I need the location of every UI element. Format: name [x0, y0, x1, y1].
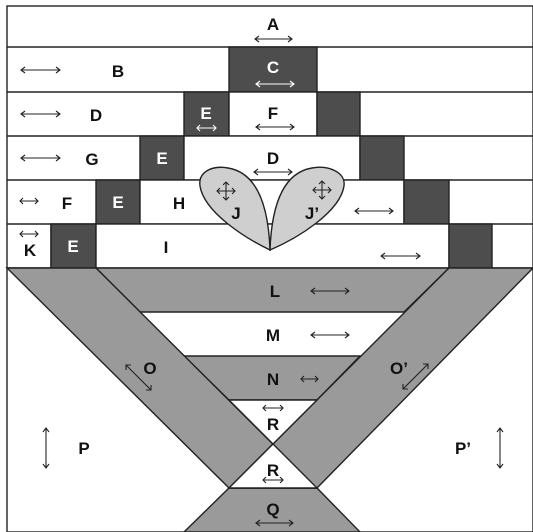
- label-a: A: [267, 15, 279, 34]
- label-j: J: [231, 204, 240, 223]
- label-k: K: [24, 241, 37, 260]
- label-e-row5: E: [112, 193, 123, 212]
- label-e-row6: E: [67, 237, 78, 256]
- label-p-prime: P’: [455, 439, 471, 458]
- label-i: I: [164, 238, 169, 257]
- panel-dark-row6-right: [449, 224, 492, 268]
- panel-dark-row3-right: [317, 92, 360, 136]
- label-o-prime: O’: [390, 359, 408, 378]
- label-e-row4: E: [156, 149, 167, 168]
- label-d-row3: D: [90, 106, 102, 125]
- label-b: B: [112, 62, 124, 81]
- label-m: M: [266, 326, 280, 345]
- label-l: L: [270, 282, 280, 301]
- label-q: Q: [266, 500, 279, 519]
- label-n: N: [267, 370, 279, 389]
- label-h: H: [173, 194, 185, 213]
- label-r-upper: R: [267, 415, 279, 434]
- label-f-row3: F: [268, 104, 278, 123]
- label-c: C: [267, 58, 279, 77]
- label-p: P: [78, 439, 89, 458]
- label-d-row4: D: [267, 149, 279, 168]
- label-e-row3: E: [200, 104, 211, 123]
- label-g: G: [85, 150, 98, 169]
- panel-dark-row4-right: [360, 136, 404, 180]
- label-j-prime: J’: [305, 204, 319, 223]
- panel-dark-row5-right: [404, 180, 449, 224]
- label-r-lower: R: [267, 461, 279, 480]
- label-o: O: [143, 359, 156, 378]
- label-f-row5: F: [62, 194, 72, 213]
